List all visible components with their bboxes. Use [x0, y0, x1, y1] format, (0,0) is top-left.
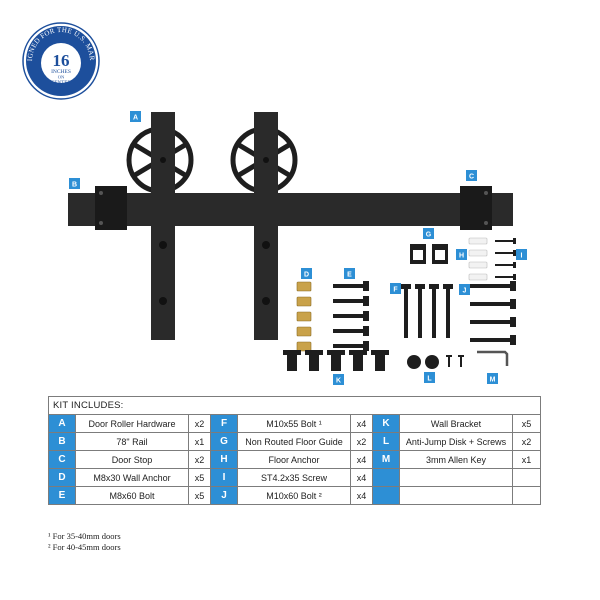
footnote-1: ¹ For 35-40mm doors	[48, 531, 121, 541]
table-row: B 78" Rail x1 G Non Routed Floor Guide x…	[48, 432, 542, 451]
item-name: M8x60 Bolt	[75, 486, 189, 505]
wall-bracket-icon	[283, 350, 389, 371]
item-name: M8x30 Wall Anchor	[75, 468, 189, 487]
kit-includes-table: KIT INCLUDES: A Door Roller Hardware x2 …	[47, 396, 542, 505]
item-qty: x2	[350, 432, 373, 451]
wall-anchor-icon	[296, 281, 312, 352]
badge-number: 16	[53, 51, 70, 70]
item-name	[399, 468, 513, 487]
m10x60-bolt-icon	[470, 281, 516, 345]
screw-icon	[495, 238, 516, 280]
rail-icon	[68, 193, 513, 226]
item-name: 3mm Allen Key	[399, 450, 513, 469]
callout-l: L	[427, 376, 432, 383]
item-qty: x1	[511, 450, 542, 469]
m8x60-bolt-icon	[333, 281, 369, 351]
item-qty: x2	[511, 432, 542, 451]
callout-d: D	[304, 272, 309, 279]
item-qty	[511, 486, 542, 505]
door-strap-right-icon	[254, 112, 278, 340]
item-letter	[372, 486, 400, 505]
item-letter: I	[210, 468, 238, 487]
item-qty: x4	[350, 450, 373, 469]
callout-f: F	[393, 287, 398, 294]
item-letter: F	[210, 414, 238, 433]
item-letter: C	[48, 450, 76, 469]
item-name: Door Roller Hardware	[75, 414, 189, 433]
callout-k: K	[336, 378, 341, 385]
us-market-badge-icon: DESIGNED FOR THE U.S. MARKET 16 INCHES O…	[22, 22, 100, 100]
item-qty	[511, 468, 542, 487]
floor-guide-icon	[410, 244, 448, 264]
item-qty: x1	[188, 432, 211, 451]
table-row: C Door Stop x2 H Floor Anchor x4 M 3mm A…	[48, 450, 542, 469]
item-name: 78" Rail	[75, 432, 189, 451]
table-row: E M8x60 Bolt x5 J M10x60 Bolt ² x4	[48, 486, 542, 505]
table-row: A Door Roller Hardware x2 F M10x55 Bolt …	[48, 414, 542, 433]
callout-a: A	[133, 115, 138, 122]
m10x55-bolt-icon	[401, 284, 453, 338]
footnotes: ¹ For 35-40mm doors ² For 40-45mm doors	[48, 531, 121, 553]
item-name: Anti-Jump Disk + Screws	[399, 432, 513, 451]
item-qty: x4	[350, 468, 373, 487]
item-qty: x2	[188, 414, 211, 433]
item-letter: G	[210, 432, 238, 451]
item-name: M10x60 Bolt ²	[237, 486, 351, 505]
badge-on: ON	[58, 75, 65, 80]
callout-j: J	[463, 288, 467, 295]
item-name	[399, 486, 513, 505]
item-name: Wall Bracket	[399, 414, 513, 433]
item-name: Floor Anchor	[237, 450, 351, 469]
door-strap-left-icon	[151, 112, 175, 340]
item-qty: x4	[350, 486, 373, 505]
callout-m: M	[490, 377, 496, 384]
kit-header: KIT INCLUDES:	[47, 396, 542, 415]
callout-c: C	[469, 174, 474, 181]
item-letter	[372, 468, 400, 487]
item-letter: B	[48, 432, 76, 451]
kit-header-row: KIT INCLUDES:	[47, 396, 542, 415]
item-letter: E	[48, 486, 76, 505]
item-name: ST4.2x35 Screw	[237, 468, 351, 487]
item-letter: K	[372, 414, 400, 433]
table-row: D M8x30 Wall Anchor x5 I ST4.2x35 Screw …	[48, 468, 542, 487]
footnote-2: ² For 40-45mm doors	[48, 542, 121, 552]
item-letter: L	[372, 432, 400, 451]
item-letter: H	[210, 450, 238, 469]
item-qty: x5	[188, 468, 211, 487]
badge-center: CENTER	[51, 81, 71, 86]
allen-key-icon	[477, 350, 509, 366]
item-qty: x5	[511, 414, 542, 433]
floor-anchor-icon	[468, 237, 488, 281]
item-name: Door Stop	[75, 450, 189, 469]
callout-h: H	[459, 253, 464, 260]
item-qty: x2	[188, 450, 211, 469]
item-qty: x4	[350, 414, 373, 433]
item-letter: D	[48, 468, 76, 487]
item-letter: M	[372, 450, 400, 469]
item-name: Non Routed Floor Guide	[237, 432, 351, 451]
item-qty: x5	[188, 486, 211, 505]
item-name: M10x55 Bolt ¹	[237, 414, 351, 433]
badge-unit: INCHES	[51, 69, 71, 75]
item-letter: J	[210, 486, 238, 505]
callout-g: G	[426, 232, 432, 239]
callout-i: I	[521, 253, 523, 260]
callout-b: B	[72, 182, 77, 189]
hardware-diagram: A B C D E F G H I J K L M	[68, 111, 527, 385]
anti-jump-disk-icon	[407, 355, 464, 369]
callout-e: E	[347, 272, 352, 279]
item-letter: A	[48, 414, 76, 433]
